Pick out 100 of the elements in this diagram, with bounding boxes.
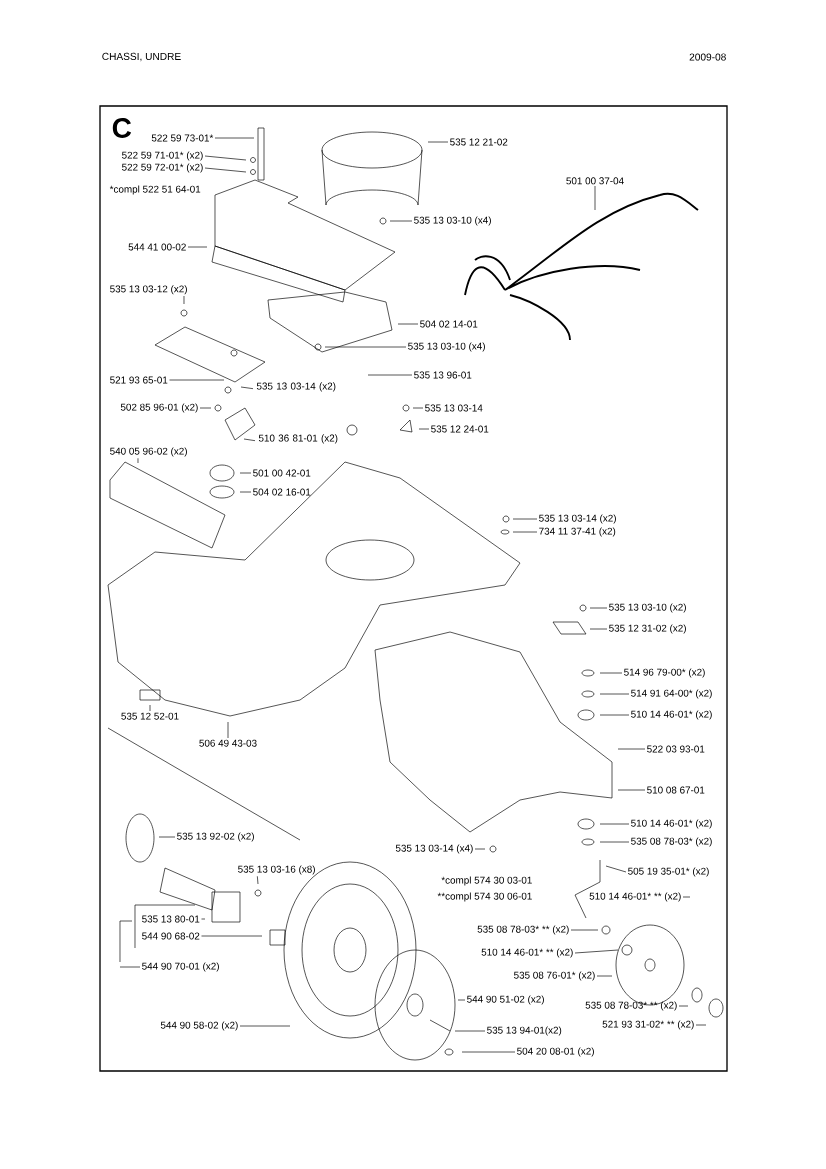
- part-number: 734 11 37-41 (x2): [539, 527, 616, 537]
- leader-line: [589, 628, 608, 630]
- leader-line: [599, 672, 623, 674]
- leader-line: [457, 999, 466, 1001]
- leader-line: [239, 1025, 291, 1027]
- leader-line: [418, 428, 430, 430]
- part-number: 514 96 79-00* (x2): [624, 668, 705, 678]
- leader-line: [201, 935, 263, 937]
- leader-line: [412, 407, 424, 409]
- part-number: 510 36 81-01 (x2): [258, 434, 338, 444]
- leader-line: [199, 407, 212, 409]
- part-number: 535 13 03-12 (x2): [110, 285, 187, 295]
- leader-line: [599, 841, 630, 843]
- leader-line: [599, 693, 630, 695]
- leader-line: [512, 531, 538, 533]
- part-number: 535 08 78-03* ** (x2): [585, 1001, 677, 1011]
- header-text: CHASSI, UNDRE: [102, 52, 181, 62]
- part-number: 510 14 46-01* (x2): [631, 710, 712, 720]
- part-number: 535 08 78-03* ** (x2): [477, 925, 569, 935]
- part-number: 504 02 14-01: [420, 320, 478, 328]
- leader-line: [594, 185, 596, 211]
- leader-line: [695, 1024, 707, 1026]
- note-text: *compl 574 30 03-01: [441, 876, 532, 886]
- part-number: 535 12 52-01: [121, 712, 179, 720]
- part-number: 535 13 80-01: [142, 915, 200, 923]
- part-number: 505 19 35-01* (x2): [628, 867, 709, 877]
- part-number: 535 13 03-14: [425, 404, 483, 412]
- leader-line: [183, 295, 185, 305]
- part-number: 522 59 71-01* (x2): [122, 151, 203, 161]
- part-number: 535 12 21-02: [450, 138, 508, 146]
- leader-line: [169, 379, 225, 381]
- leader-line: [204, 167, 247, 173]
- part-number: 535 13 03-10 (x4): [408, 342, 485, 352]
- leader-line: [596, 975, 613, 977]
- part-number: 504 20 08-01 (x2): [517, 1047, 594, 1057]
- leader-line: [682, 896, 691, 898]
- part-number: 501 00 37-04: [566, 177, 624, 185]
- part-number: 540 05 96-02 (x2): [110, 447, 187, 457]
- part-number: 502 85 96-01 (x2): [120, 403, 198, 413]
- leader-line: [397, 323, 419, 325]
- part-number: 535 12 24-01: [431, 425, 489, 433]
- part-number: 544 90 51-02 (x2): [467, 995, 544, 1005]
- leader-line: [461, 1051, 516, 1053]
- leader-line: [454, 1030, 486, 1032]
- leader-line: [570, 929, 599, 931]
- part-number: 535 13 03-16 (x8): [238, 865, 315, 875]
- part-number: 522 59 73-01*: [151, 134, 214, 142]
- leader-line: [227, 721, 229, 739]
- leader-line: [137, 457, 139, 464]
- part-number: 506 49 43-03: [199, 739, 257, 747]
- part-number: 535 13 03-14 (x4): [395, 844, 473, 854]
- part-number: 521 93 31-02* ** (x2): [602, 1020, 694, 1030]
- part-number: 522 03 93-01: [647, 745, 705, 753]
- leader-line: [617, 789, 646, 791]
- leader-line: [158, 836, 176, 838]
- part-number: 544 41 00-02: [128, 243, 186, 251]
- part-number: 544 90 58-02 (x2): [160, 1021, 238, 1031]
- part-number: 544 90 68-02: [142, 932, 200, 940]
- part-number: 535 13 92-02 (x2): [177, 832, 254, 842]
- leader-line: [617, 748, 646, 750]
- note-text: **compl 574 30 06-01: [437, 892, 532, 902]
- part-number: 510 14 46-01* (x2): [631, 819, 712, 829]
- part-number: 501 00 42-01: [253, 469, 311, 477]
- leader-line: [474, 848, 486, 850]
- part-number: 510 14 46-01* ** (x2): [481, 948, 573, 958]
- part-number: 535 12 31-02 (x2): [609, 624, 686, 634]
- leader-line: [239, 491, 252, 493]
- leader-line: [214, 137, 255, 139]
- leader-line: [599, 823, 630, 825]
- part-number: 510 08 67-01: [647, 786, 705, 794]
- leader-line: [678, 1005, 689, 1007]
- part-number: 535 13 03-10 (x2): [609, 603, 686, 613]
- part-number: 535 08 78-03* (x2): [631, 837, 712, 847]
- leader-line: [201, 918, 206, 920]
- part-number: 535 13 96-01: [414, 371, 472, 379]
- leader-line: [427, 141, 449, 143]
- part-number: 521 93 65-01: [110, 376, 168, 384]
- section-letter: C: [112, 118, 132, 138]
- leader-line: [239, 472, 252, 474]
- part-number: 535 08 76-01* (x2): [514, 971, 595, 981]
- leader-line: [324, 346, 407, 348]
- leader-line: [240, 386, 254, 389]
- leader-line: [589, 607, 608, 609]
- part-number: 510 14 46-01* ** (x2): [589, 892, 681, 902]
- part-number: 535 13 94-01(x2): [487, 1026, 562, 1036]
- leader-line: [605, 865, 627, 873]
- leader-line: [512, 518, 538, 520]
- leader-line: [149, 704, 151, 712]
- leader-line: [119, 966, 141, 968]
- leader-line: [367, 374, 413, 376]
- leader-line: [204, 155, 247, 161]
- note-text: *compl 522 51 64-01: [109, 185, 201, 195]
- leader-line: [599, 714, 630, 716]
- leader-line: [389, 220, 413, 222]
- part-number: 544 90 70-01 (x2): [142, 962, 219, 972]
- part-number: 504 02 16-01: [253, 488, 311, 496]
- header-text: 2009-08: [689, 53, 726, 61]
- leader-line: [243, 438, 256, 441]
- leader-line: [257, 875, 259, 885]
- leader-line: [574, 949, 619, 954]
